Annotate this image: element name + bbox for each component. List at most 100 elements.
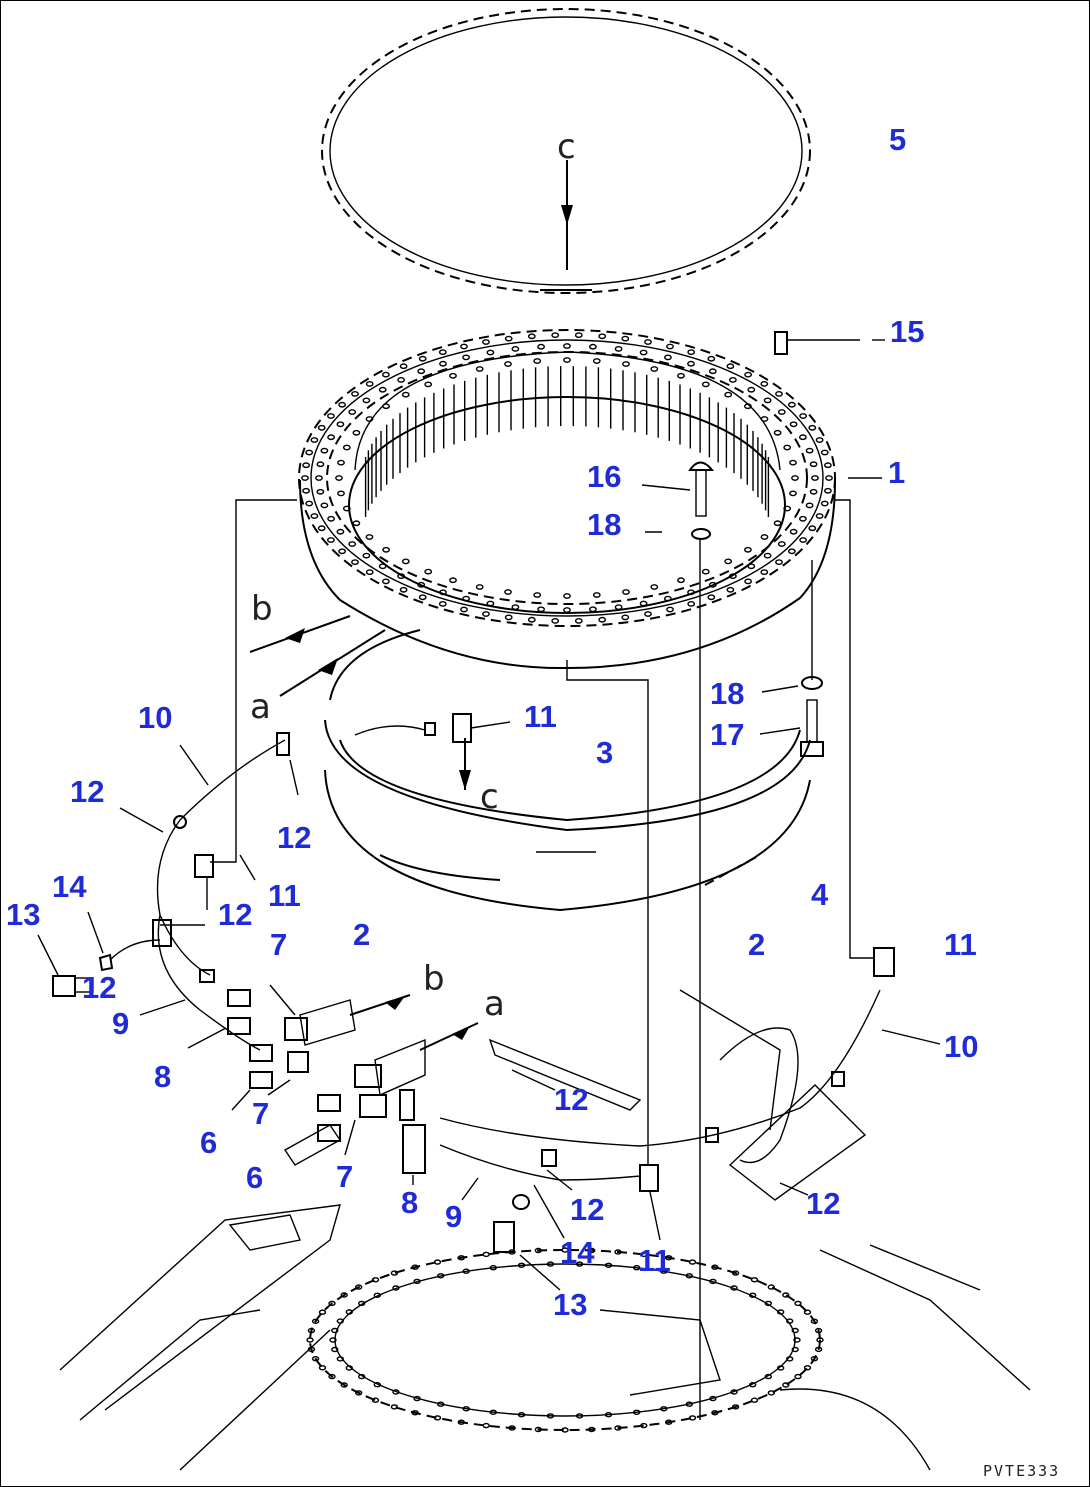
bolt-hole xyxy=(316,488,325,495)
bolt-hole xyxy=(777,541,786,547)
bolt-hole xyxy=(708,368,717,375)
bolt-hole xyxy=(808,525,817,532)
bolt-hole xyxy=(773,520,782,527)
frame-bolt-hole xyxy=(767,1284,775,1290)
bolt-hole xyxy=(351,390,359,397)
bolt-hole xyxy=(824,487,832,494)
frame-bolt-hole xyxy=(311,1355,320,1362)
bolt-hole xyxy=(574,618,583,624)
callout-6-a: 6 xyxy=(200,1125,217,1160)
bolt-hole xyxy=(504,361,512,367)
bolt-hole xyxy=(799,434,807,441)
bolt-hole xyxy=(417,368,426,375)
frame-bolt-hole xyxy=(306,1337,314,1343)
view-arrow-a-left xyxy=(279,629,386,697)
gear-teeth xyxy=(364,366,770,517)
bolt-hole xyxy=(424,381,433,388)
bolt-hole xyxy=(664,595,672,602)
bolt-hole xyxy=(809,488,818,495)
bolt-hole xyxy=(460,343,468,350)
bolt-hole xyxy=(482,339,490,345)
bolt-hole xyxy=(317,424,326,431)
bolt-hole xyxy=(424,568,433,575)
bolt-hole xyxy=(342,505,351,512)
seal-ring xyxy=(321,8,811,294)
bolt-hole xyxy=(460,606,468,613)
callout-10-right: 10 xyxy=(944,1029,978,1064)
bolt-hole xyxy=(399,363,408,370)
bolt-hole xyxy=(327,515,335,522)
callout-18-top: 18 xyxy=(587,507,621,542)
bolt-17 xyxy=(759,699,824,757)
bolt-hole xyxy=(799,413,807,419)
bolt-hole xyxy=(381,578,390,585)
leader-lines xyxy=(210,499,874,1420)
frame-bolt-hole xyxy=(318,1365,327,1371)
bolt-hole xyxy=(551,332,560,338)
frame-bolt-hole xyxy=(371,1397,380,1403)
bolt-hole xyxy=(563,607,571,613)
bolt-hole xyxy=(763,397,772,404)
bolt-hole xyxy=(726,363,735,370)
bolt-hole xyxy=(462,354,470,361)
frame-bolt-hole xyxy=(311,1318,320,1325)
bolt-hole xyxy=(482,611,490,617)
callout-9-right: 9 xyxy=(445,1199,462,1234)
bolt-hole xyxy=(820,449,829,456)
revolving-frame xyxy=(59,989,1031,1471)
bolt-hole xyxy=(302,462,310,469)
bolt-hole xyxy=(574,332,583,338)
cover-ring-lower xyxy=(324,769,811,912)
bolt-hole xyxy=(382,546,390,553)
bolt-hole xyxy=(729,573,737,579)
view-letters: c b a c b a xyxy=(250,127,576,1024)
bolt-hole xyxy=(381,371,390,378)
bolt-hole xyxy=(382,403,390,410)
bolt-hole xyxy=(729,376,737,383)
bolt-hole xyxy=(763,552,772,559)
callout-2-right: 2 xyxy=(748,927,765,962)
bolt-hole xyxy=(805,447,814,454)
bolt-hole xyxy=(622,361,630,367)
bolt-hole xyxy=(475,366,484,372)
bolt-hole xyxy=(418,355,427,362)
bolt-hole xyxy=(563,357,571,363)
bolt-hole xyxy=(439,360,447,367)
bolt-hole xyxy=(511,345,520,352)
bolt-hole xyxy=(449,372,457,379)
bolt-hole xyxy=(378,386,387,393)
drawing-code: PVTE333 xyxy=(983,1462,1060,1480)
bolt-hole xyxy=(589,606,597,613)
frame-bolt-hole xyxy=(355,1284,363,1290)
frame-bolt-hole xyxy=(810,1318,819,1325)
cover-ring-upper xyxy=(324,629,811,832)
bolt-hole xyxy=(788,548,796,555)
bolt-hole xyxy=(808,424,817,431)
bolt-hole xyxy=(677,577,685,584)
view-arrow-a-low xyxy=(419,1022,479,1051)
bolt-hole xyxy=(305,500,314,507)
callout-1: 1 xyxy=(888,455,905,490)
bolt-hole xyxy=(305,449,314,456)
callout-14-left: 14 xyxy=(52,869,87,904)
bolt-hole xyxy=(592,592,601,598)
bolt-hole xyxy=(320,447,329,454)
bolt-hole xyxy=(744,403,752,410)
bolt-hole xyxy=(760,569,769,575)
bolt-hole xyxy=(533,592,542,598)
bolt-hole xyxy=(486,600,495,607)
bolt-hole xyxy=(310,437,319,443)
bolt-hole xyxy=(335,475,343,481)
bolt-hole xyxy=(327,434,335,441)
view-letter-c-mid: c xyxy=(480,777,499,817)
bolt-hole xyxy=(639,349,648,356)
bolt-hole xyxy=(760,534,769,540)
bolt-hole xyxy=(348,541,357,547)
bolt-hole xyxy=(666,343,674,350)
bolt-hole xyxy=(820,500,829,507)
bolt-hole xyxy=(438,601,447,607)
bolt-hole xyxy=(527,616,536,623)
bolt-hole xyxy=(650,584,659,590)
bolt-hole xyxy=(811,475,819,481)
